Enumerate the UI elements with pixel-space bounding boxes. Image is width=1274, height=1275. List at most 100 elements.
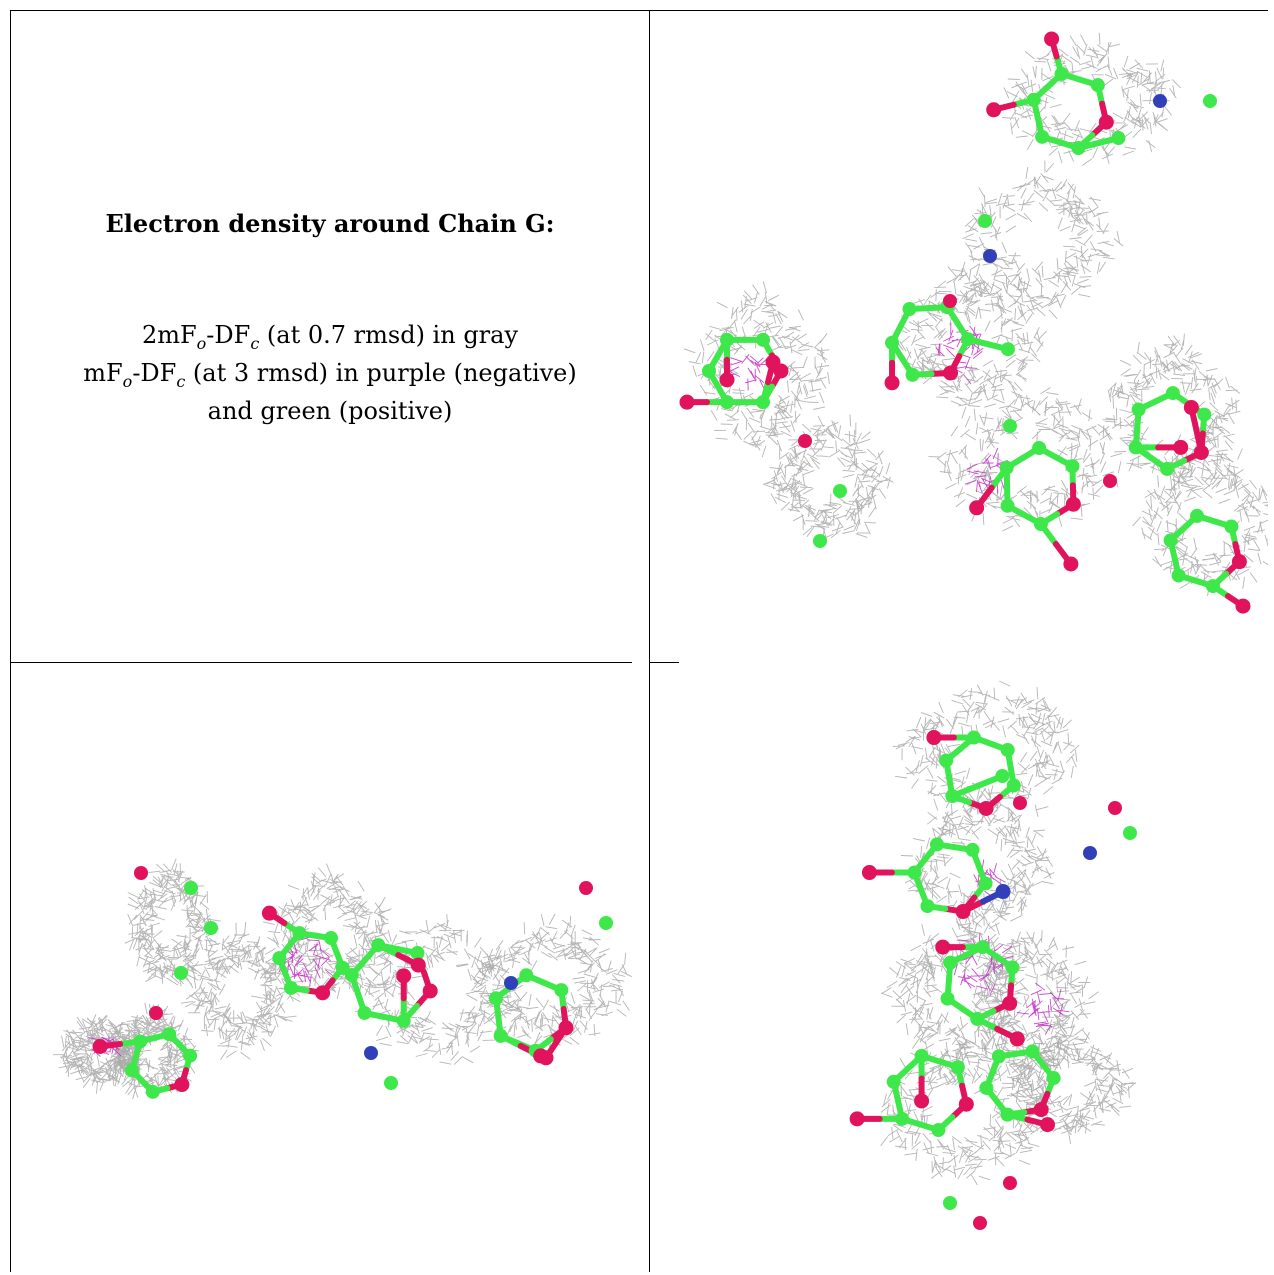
carbon-atom	[914, 1048, 929, 1063]
carbon-atom	[1205, 579, 1220, 594]
carbon-atom	[133, 1034, 148, 1049]
oxygen-atom	[422, 983, 438, 999]
carbon-atom	[183, 1048, 198, 1063]
carbon-atom	[902, 302, 917, 317]
carbon-atom	[145, 1084, 160, 1099]
carbon-atom	[1197, 407, 1212, 422]
oxygen-atom	[261, 905, 277, 921]
carbon-atom	[991, 1049, 1006, 1064]
carbon-atom	[945, 789, 960, 804]
carbon-atom	[1163, 533, 1178, 548]
carbon-atom	[931, 1123, 946, 1138]
carbon-atom	[756, 395, 770, 410]
carbon-atom	[174, 966, 188, 980]
carbon-atom	[1032, 441, 1047, 456]
oxygen-atom	[1193, 444, 1209, 460]
carbon-atom	[1000, 1107, 1015, 1122]
border-middle-vertical	[649, 10, 650, 1272]
carbon-atom	[999, 460, 1014, 475]
oxygen-atom	[849, 1111, 865, 1127]
carbon-atom	[410, 946, 425, 961]
carbon-atom	[1000, 342, 1015, 357]
carbon-atom	[1025, 1044, 1040, 1059]
molecule-view-svg	[52, 858, 632, 1100]
carbon-atom	[1000, 498, 1015, 513]
carbon-atom	[1035, 129, 1050, 144]
oxygen-atom	[935, 939, 951, 955]
oxygen-atom	[861, 865, 877, 881]
legend-line-purple: mFo-DFc (at 3 rmsd) in purple (negative)	[83, 359, 577, 391]
carbon-atom	[272, 951, 287, 966]
carbon-atom	[1065, 459, 1080, 474]
carbon-atom	[1224, 519, 1239, 534]
nitrogen-atom	[504, 976, 518, 990]
carbon-atom	[702, 364, 716, 378]
oxygen-atom	[1103, 474, 1117, 488]
carbon-atom	[720, 395, 734, 410]
figure-grid: Electron density around Chain G: 2mFo-DF…	[10, 10, 1268, 1272]
oxygen-atom	[1013, 796, 1027, 810]
carbon-atom	[950, 1060, 965, 1075]
carbon-atom	[907, 865, 922, 880]
oxygen-atom	[926, 730, 942, 746]
carbon-atom	[204, 921, 218, 935]
oxygen-atom	[1063, 556, 1079, 572]
carbon-atom	[995, 769, 1010, 784]
carbon-atom	[1203, 94, 1217, 108]
carbon-atom	[929, 837, 944, 852]
legend-line-gray: 2mFo-DFc (at 0.7 rmsd) in gray	[141, 321, 519, 353]
oxygen-atom	[958, 1096, 974, 1112]
nitrogen-atom	[995, 884, 1011, 900]
carbon-atom	[1026, 92, 1041, 107]
carbon-atom	[886, 1074, 901, 1089]
carbon-atom	[1111, 131, 1126, 146]
oxygen-atom	[315, 985, 331, 1001]
oxygen-atom	[1173, 439, 1189, 455]
carbon-atom	[885, 335, 900, 350]
carbon-atom	[1128, 440, 1143, 455]
border-middle-horizontal-right	[649, 662, 679, 663]
density-mesh	[1016, 982, 1070, 1035]
carbon-atom	[1005, 960, 1020, 975]
carbon-atom	[940, 991, 955, 1006]
oxygen-atom	[1231, 554, 1247, 570]
oxygen-atom	[558, 1020, 574, 1036]
carbon-atom	[519, 968, 534, 983]
carbon-atom	[162, 1027, 177, 1042]
view-bottom-right	[650, 663, 1268, 1272]
carbon-atom	[1071, 141, 1086, 156]
nitrogen-atom	[364, 1046, 378, 1060]
carbon-atom	[970, 1011, 985, 1026]
oxygen-atom	[955, 904, 971, 920]
carbon-atom	[978, 214, 992, 228]
density-mesh	[181, 921, 301, 1060]
oxygen-atom	[719, 372, 735, 388]
oxygen-atom	[396, 968, 412, 984]
carbon-atom	[978, 876, 993, 891]
carbon-atom	[184, 881, 198, 895]
density-mesh	[262, 863, 394, 1000]
carbon-atom	[1033, 516, 1048, 531]
oxygen-atom	[174, 1077, 190, 1093]
carbon-atom	[1190, 508, 1205, 523]
density-mesh	[724, 353, 769, 391]
carbon-atom	[1054, 66, 1069, 81]
oxygen-atom	[973, 1216, 987, 1230]
molecule-view-svg	[679, 31, 1268, 614]
legend-panel: Electron density around Chain G: 2mFo-DF…	[11, 11, 649, 662]
oxygen-atom	[92, 1038, 108, 1054]
density-mesh	[892, 680, 1080, 826]
border-left	[10, 10, 11, 1272]
carbon-atom	[960, 332, 975, 347]
nitrogen-atom	[1153, 94, 1167, 108]
molecule-view-svg	[849, 680, 1137, 1230]
nitrogen-atom	[1083, 846, 1097, 860]
oxygen-atom	[969, 500, 985, 516]
oxygen-atom	[798, 434, 812, 448]
oxygen-atom	[579, 881, 593, 895]
carbon-atom	[813, 534, 827, 548]
oxygen-atom	[986, 102, 1002, 118]
carbon-atom	[1165, 386, 1180, 401]
density-mesh	[961, 160, 1124, 320]
carbon-atom	[1171, 568, 1186, 583]
